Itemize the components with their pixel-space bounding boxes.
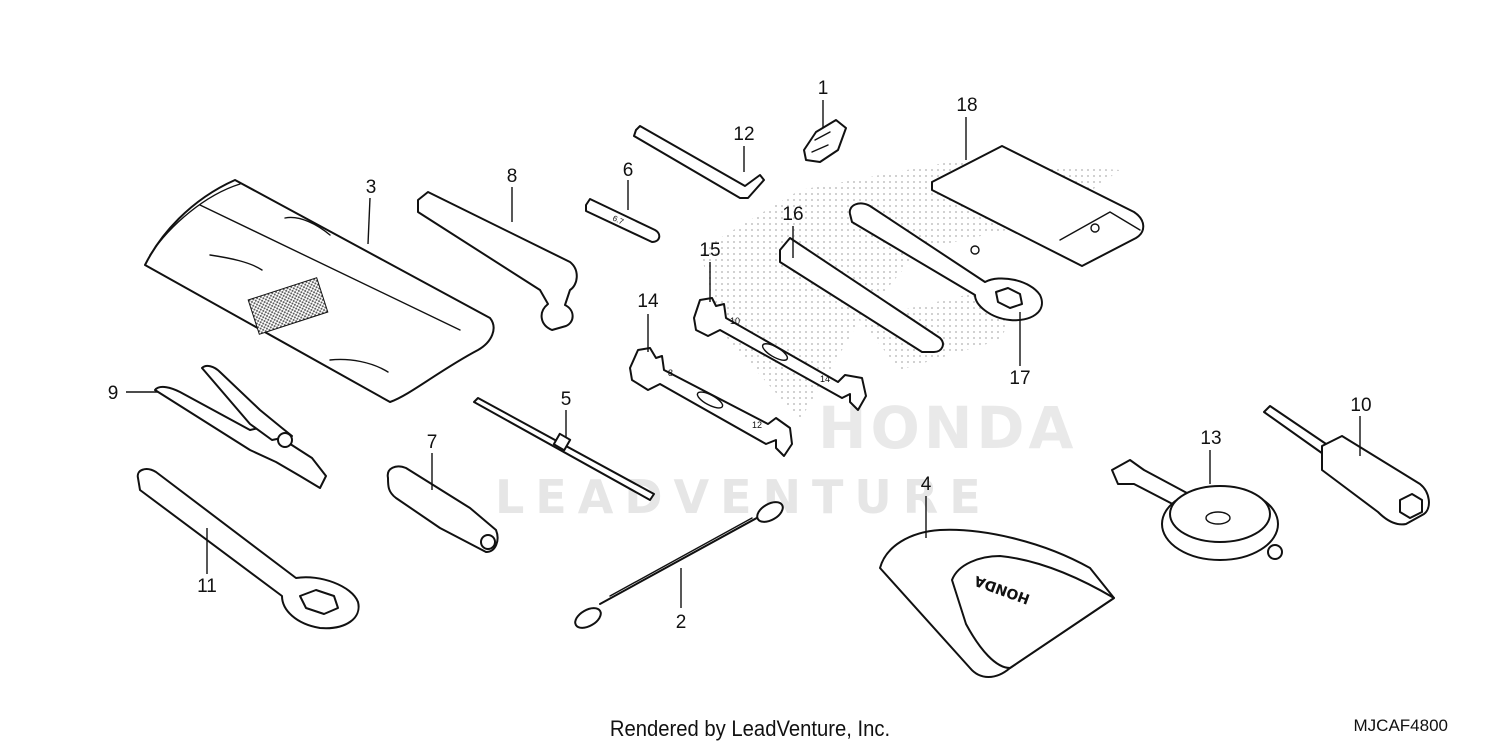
extension-bar[interactable] (779, 237, 944, 353)
pliers[interactable] (154, 364, 327, 489)
watermark-company: LEADVENTURE (495, 470, 992, 524)
callout-8[interactable]: 8 (507, 166, 518, 187)
callout-17[interactable]: 17 (1009, 368, 1030, 389)
callout-9[interactable]: 9 (108, 383, 119, 404)
wrench-15-size-b: 14 (820, 374, 830, 384)
pin-spanner[interactable] (417, 191, 578, 331)
box-wrench-11[interactable] (136, 468, 360, 630)
diagram-code: MJCAF4800 (1353, 716, 1448, 735)
open-end-wrench-15[interactable]: 10 14 (693, 297, 867, 411)
callouts: 1 2 3 4 5 6 7 8 9 10 11 12 13 14 15 16 1… (108, 78, 1372, 633)
hex-key[interactable] (633, 125, 765, 199)
footer-credit: Rendered by LeadVenture, Inc. (609, 716, 891, 741)
tire-gauge[interactable] (1111, 459, 1283, 561)
screwdriver-handle[interactable] (386, 465, 499, 553)
pouch[interactable]: HONDA (879, 528, 1115, 678)
callout-5[interactable]: 5 (561, 389, 572, 410)
socket-wrench[interactable] (1263, 405, 1430, 526)
callout-18[interactable]: 18 (956, 95, 977, 116)
wrench-14-size-a: 8 (668, 368, 673, 378)
wrench-14-size-b: 12 (752, 420, 762, 430)
callout-11[interactable]: 11 (197, 576, 217, 597)
callout-2[interactable]: 2 (676, 612, 687, 633)
callout-13[interactable]: 13 (1200, 428, 1221, 449)
callout-4[interactable]: 4 (921, 474, 932, 495)
callout-10[interactable]: 10 (1350, 395, 1371, 416)
callout-14[interactable]: 14 (637, 291, 659, 312)
leader-lines (126, 100, 1361, 608)
callout-1[interactable]: 1 (818, 78, 829, 99)
key-marking: 6.7 (611, 214, 625, 227)
callout-3[interactable]: 3 (366, 177, 377, 198)
open-end-wrench-14[interactable]: 8 12 (629, 347, 793, 457)
callout-15[interactable]: 15 (699, 240, 720, 261)
cable[interactable] (572, 498, 786, 632)
callout-6[interactable]: 6 (623, 160, 634, 181)
callout-7[interactable]: 7 (427, 432, 438, 453)
clip[interactable] (803, 119, 847, 163)
small-key[interactable]: 6.7 (585, 198, 661, 243)
tool-bag[interactable] (144, 179, 495, 403)
callout-12[interactable]: 12 (733, 124, 754, 145)
wrench-15-size-a: 10 (730, 316, 740, 326)
box-wrench-17[interactable] (848, 202, 1043, 322)
manual-envelope[interactable] (931, 145, 1145, 267)
callout-16[interactable]: 16 (782, 204, 803, 225)
